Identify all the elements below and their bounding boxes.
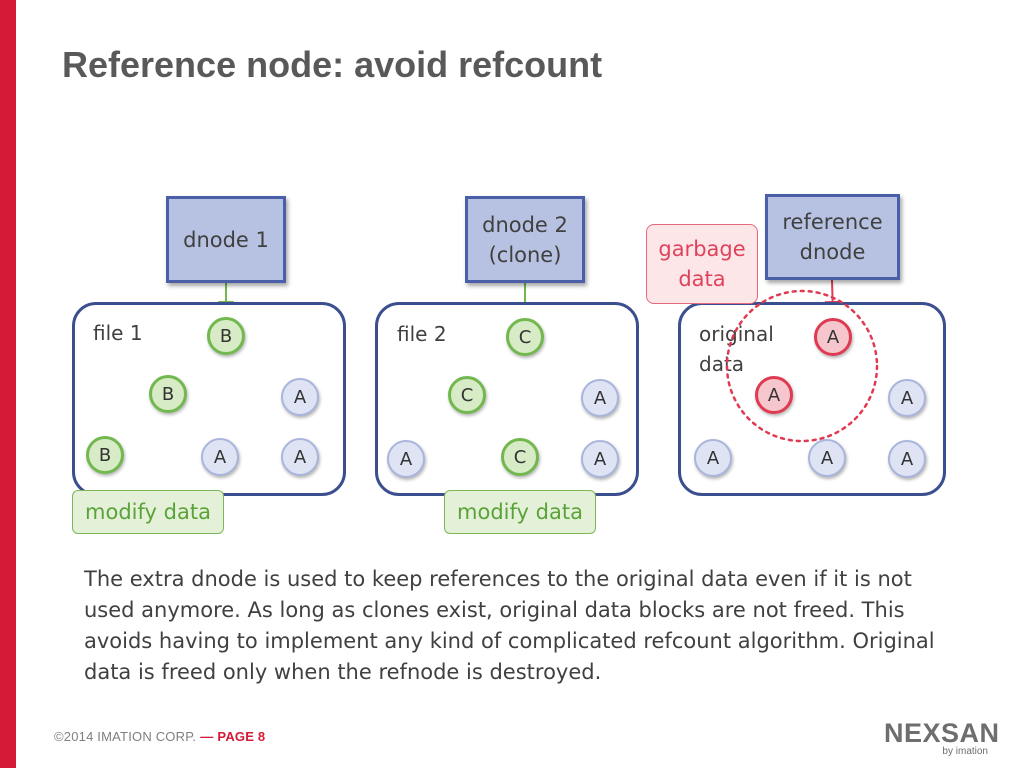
slide-title: Reference node: avoid refcount: [62, 44, 603, 85]
file-1-label: file 1: [93, 321, 143, 345]
modify-data-note-file2: modify data: [444, 490, 596, 534]
brand-side-bar: [0, 0, 16, 768]
f1-node-right: A: [281, 378, 319, 416]
f3-node-root: A: [814, 318, 852, 356]
f2-node-left-right: C: [501, 438, 539, 476]
footer-copyright: ©2014 IMATION CORP.: [54, 729, 197, 744]
nexsan-logo: NEXSAN by imation: [884, 718, 999, 758]
reference-dnode-box: reference dnode: [765, 194, 900, 280]
f3-node-left-left: A: [694, 439, 732, 477]
f1-node-right-child: A: [281, 438, 319, 476]
f3-node-right: A: [888, 379, 926, 417]
modify-data-note-file1: modify data: [72, 490, 224, 534]
footer-page-number: PAGE 8: [217, 729, 266, 744]
f2-node-left: C: [448, 376, 486, 414]
dnode-2-label: dnode 2 (clone): [482, 212, 568, 267]
reference-dnode-label: reference dnode: [782, 210, 883, 264]
f1-node-root: B: [207, 317, 245, 355]
f2-node-left-left: A: [387, 440, 425, 478]
f1-node-left-right: A: [201, 438, 239, 476]
f2-node-right: A: [581, 379, 619, 417]
f3-node-right-child: A: [888, 440, 926, 478]
f1-node-left-left: B: [86, 436, 124, 474]
f3-node-left: A: [755, 376, 793, 414]
f2-node-right-child: A: [581, 440, 619, 478]
dnode-1-box: dnode 1: [166, 196, 286, 283]
dnode-2-box: dnode 2 (clone): [465, 196, 585, 283]
slide-description: The extra dnode is used to keep referenc…: [84, 567, 935, 684]
logo-wordmark: NEXSAN: [884, 718, 1000, 748]
footer: ©2014 IMATION CORP.—PAGE 8: [54, 729, 265, 744]
garbage-data-callout: garbage data: [646, 224, 758, 304]
dnode-1-label: dnode 1: [183, 227, 269, 252]
f1-node-left: B: [149, 375, 187, 413]
f3-node-left-right: A: [808, 439, 846, 477]
logo-byline: by imation: [942, 746, 988, 757]
original-data-label: original data: [699, 322, 774, 376]
file-2-label: file 2: [397, 322, 447, 346]
footer-dash: —: [200, 729, 214, 744]
f2-node-root: C: [506, 318, 544, 356]
